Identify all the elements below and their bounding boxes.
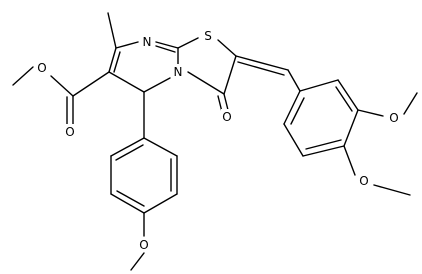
atom-label-n-ring: N	[174, 65, 183, 79]
bond-ring2-a-b	[299, 79, 339, 92]
bond-ring3-c-d	[110, 193, 145, 214]
atom-o-methoxy-phenyl: O	[138, 237, 151, 252]
bond-ring2-c-d	[343, 109, 359, 147]
bond-c8a-s	[177, 37, 199, 49]
bond-c7-n8	[115, 41, 139, 49]
atom-o-ester-carbonyl: O	[63, 124, 76, 139]
atom-o-dimethoxy-meta: O	[387, 110, 400, 125]
bond-ring2-d-e-double	[305, 139, 342, 150]
bond-o-meta-methyl	[403, 92, 418, 115]
atom-n-ring: N	[172, 64, 185, 79]
bond-ring3-d-e	[143, 193, 178, 214]
bond-ring2-o-para	[343, 145, 356, 176]
bond-ring2-b-c-double	[335, 86, 353, 112]
atom-label-o-dimethoxy-para: O	[359, 174, 368, 188]
bond-ring3-o-methyl	[130, 252, 145, 271]
atom-label-o-dimethoxy-meta: O	[389, 111, 398, 125]
bond-n8-c8a	[155, 41, 179, 49]
bond-c6-ester-c	[72, 71, 110, 97]
atom-o-ketone: O	[221, 109, 234, 124]
bond-ring2-d-e	[302, 145, 345, 157]
atom-label-o-ketone: O	[222, 110, 231, 124]
atom-label-o-methoxy-phenyl: O	[139, 238, 148, 252]
atom-label-o-ester-carbonyl: O	[65, 125, 74, 139]
atom-labels: N S N O O O O O	[36, 28, 400, 252]
bond-c3-n4	[187, 71, 225, 95]
bond-o-para-methyl	[373, 184, 411, 196]
bond-ring2-f-a	[283, 90, 301, 125]
atom-label-n-imine: N	[143, 35, 152, 49]
bond-c2-c3	[223, 55, 237, 95]
atom-n-imine: N	[140, 34, 153, 49]
atom-label-o-ester-single: O	[37, 61, 46, 75]
bond-ring3-a-b-double	[115, 144, 144, 161]
bond-ring2-b-c	[337, 79, 359, 111]
bond-ester-c-o-single	[50, 75, 74, 97]
bond-c3-o-ketone	[223, 93, 229, 111]
bond-exo-ch-ring	[287, 69, 301, 92]
atom-s-ring: S	[201, 28, 214, 43]
bond-n4-c5	[143, 77, 171, 93]
bond-c5-c6	[108, 71, 145, 93]
bond-o-ester-methyl	[12, 66, 34, 86]
bond-c6-c7-double	[113, 51, 121, 73]
bond-ring2-o-meta	[357, 109, 384, 117]
bond-ring3-c-d-double	[116, 190, 145, 207]
bond-s-c2	[217, 39, 237, 57]
bond-lines	[12, 12, 418, 271]
bond-n8-c8a-double	[155, 45, 176, 53]
atom-o-dimethoxy-para: O	[357, 173, 370, 188]
bond-ring3-f-a	[143, 137, 178, 157]
bond-c7-methyl	[107, 12, 117, 49]
bond-ring2-e-f	[283, 123, 304, 157]
bond-ring3-a-b	[110, 137, 145, 157]
bond-c2-exo-ch	[235, 55, 289, 71]
atom-o-ester-single: O	[36, 60, 49, 75]
bond-c2-exo-ch-double	[237, 61, 285, 76]
bond-c6-c7	[108, 47, 117, 73]
atom-label-s-ring: S	[204, 29, 212, 43]
bond-ring2-f-a-double	[290, 97, 305, 125]
